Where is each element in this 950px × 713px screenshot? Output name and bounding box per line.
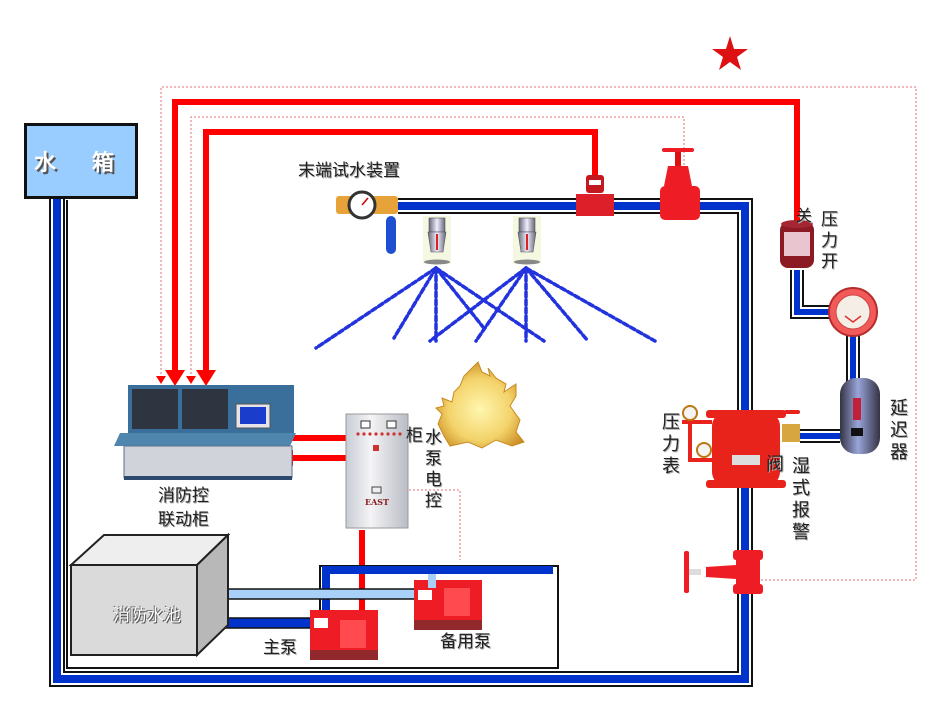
main-pump-label: 主泵 <box>263 638 297 658</box>
pressure-gauge-label: 压力表 <box>659 412 680 478</box>
end-test-device[interactable] <box>336 190 398 254</box>
control-cabinet-label-2: 联动柜 <box>158 510 209 530</box>
signal-gate-valve[interactable] <box>660 148 700 220</box>
standby-pump-label: 备用泵 <box>440 632 491 652</box>
water-spray <box>314 266 657 350</box>
sprinkler-head-1 <box>423 216 451 265</box>
signal-lines <box>172 99 800 640</box>
alarm-valve-char-label: 阀 <box>766 454 784 475</box>
sprinkler-head-2 <box>513 216 541 265</box>
pressure-switch[interactable] <box>780 220 814 268</box>
pump-control-cabinet[interactable]: EAST <box>345 413 409 529</box>
retarder-label: 延迟器 <box>887 398 908 464</box>
pump-cabinet-label: 水泵电控 <box>421 428 441 512</box>
main-pump[interactable] <box>310 610 378 660</box>
fire-icon <box>435 361 525 449</box>
pressure-switch-label-top: 关 <box>796 206 813 225</box>
end-test-device-label: 末端试水装置 <box>298 161 400 181</box>
fire-pool-label: 消防水池 <box>113 606 181 626</box>
control-cabinet-label-1: 消防控 <box>158 486 209 506</box>
retarder[interactable] <box>840 378 880 454</box>
water-pipes <box>49 196 860 687</box>
wet-alarm-valve[interactable] <box>682 405 800 488</box>
gate-valve-lower[interactable] <box>684 550 763 594</box>
star-icon <box>712 36 748 70</box>
wet-alarm-label: 湿式报警 <box>789 456 810 544</box>
pressure-switch-label: 压力开 <box>817 210 837 273</box>
pump-cabinet-brand: EAST <box>365 497 389 507</box>
water-tank-label: 水 箱 <box>25 124 137 198</box>
fire-control-linkage-cabinet[interactable] <box>114 385 296 480</box>
standby-pump[interactable] <box>414 574 482 630</box>
fire-pool[interactable] <box>68 532 231 658</box>
water-flow-indicator[interactable] <box>576 175 614 216</box>
pump-cabinet-label-first: 柜 <box>406 426 423 446</box>
hydraulic-alarm-bell[interactable] <box>828 287 878 337</box>
